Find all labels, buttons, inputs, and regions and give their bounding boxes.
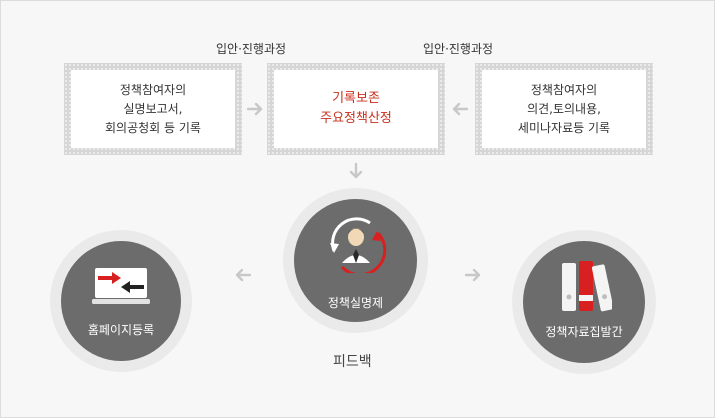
arrow-right-icon	[246, 102, 263, 116]
box-center-line-1: 기록보존	[332, 91, 380, 106]
box-right-line-3: 세미나자료등 기록	[517, 120, 611, 135]
box-left-line-3: 회의공청회 등 기록	[105, 120, 201, 135]
binders-icon	[562, 261, 612, 312]
circle-real-name-label: 정책실명제	[327, 296, 384, 310]
circle-publication: 정책자료집발간	[512, 230, 656, 374]
box-right-line-2: 의견,토의내용,	[527, 101, 601, 116]
process-label-right: 입안·진행과정	[423, 42, 494, 56]
box-participant-opinions: 정책참여자의 의견,토의내용, 세미나자료등 기록	[475, 63, 653, 155]
box-center-line-2: 주요정책산정	[320, 111, 392, 126]
arrow-right-icon	[464, 268, 481, 282]
circle-publication-label: 정책자료집발간	[545, 325, 623, 339]
box-participant-reports: 정책참여자의 실명보고서, 회의공청회 등 기록	[64, 63, 242, 155]
box-left-line-2: 실명보고서,	[123, 101, 183, 116]
box-right-line-1: 정책참여자의	[530, 82, 598, 97]
arrow-left-icon	[452, 102, 469, 116]
monitor-arrows-icon	[92, 268, 150, 304]
person-cycle-icon	[330, 217, 387, 273]
circle-homepage-label: 홈페이지등록	[87, 323, 155, 337]
box-left-line-1: 정책참여자의	[119, 82, 187, 97]
feedback-label: 피드백	[333, 354, 372, 370]
arrow-left-icon	[235, 268, 252, 282]
box-record-preservation: 기록보존 주요정책산정	[267, 63, 445, 155]
circle-homepage: 홈페이지등록	[50, 230, 192, 372]
process-label-left: 입안·진행과정	[216, 42, 287, 56]
circle-real-name: 정책실명제	[283, 188, 428, 333]
arrow-down-icon	[349, 162, 363, 179]
